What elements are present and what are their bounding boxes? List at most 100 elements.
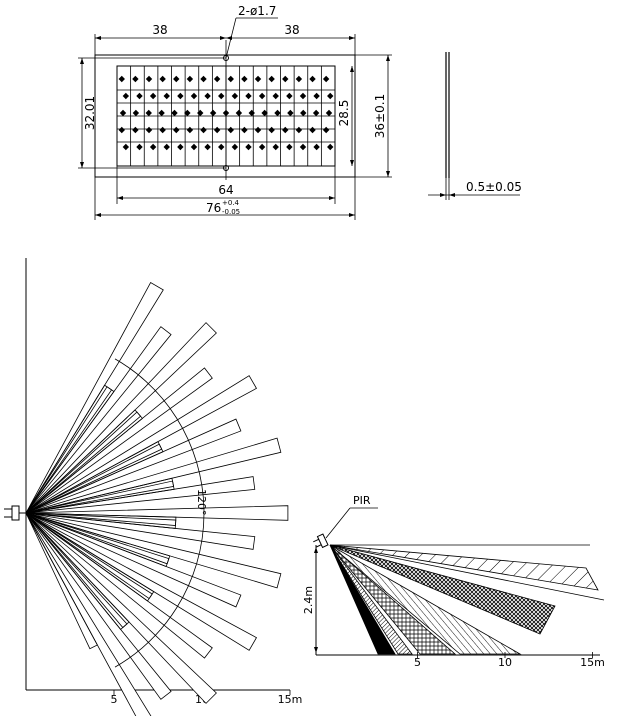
lens-outer-frame: [94, 54, 356, 178]
lens-facet-mark: [227, 126, 234, 134]
top-view-tick-label: 5: [111, 693, 118, 706]
lens-facet-mark: [300, 109, 307, 117]
top-view-beams: [25, 281, 289, 716]
lens-facet-mark: [204, 143, 211, 151]
lens-facet-mark: [122, 92, 130, 100]
lens-facet-mark: [295, 75, 303, 83]
lens-facet-mark: [118, 75, 125, 83]
lens-facet-mark: [245, 92, 252, 100]
lens-facet-grid: [117, 66, 335, 166]
lens-facet-mark: [299, 92, 307, 100]
lens-facet-mark: [186, 126, 194, 134]
lens-facet-mark: [173, 126, 180, 134]
lens-front-view: 38 38 2-ø1.7 32.01 28.5 36±0.1 64 76 +0.…: [78, 4, 392, 220]
side-beam-mid: [329, 544, 522, 655]
lens-side-view: 0.5±0.05: [428, 52, 522, 200]
lens-facet-mark: [159, 75, 166, 83]
dim-outer-width-tol-lower: -0.05: [222, 208, 240, 216]
lens-facet-mark: [145, 126, 153, 134]
lens-facet-mark: [119, 109, 127, 117]
side-beam-nearest: [329, 544, 396, 655]
top-beam-inner: [25, 480, 175, 514]
lens-facet-mark: [327, 92, 334, 100]
top-beam-inner: [25, 512, 170, 568]
lens-facet-mark: [136, 92, 143, 100]
lens-facet-mark: [163, 143, 170, 151]
side-beam-far: [329, 544, 599, 591]
lens-facet-mark: [227, 75, 234, 83]
lens-facet-mark: [282, 126, 289, 134]
dim-inner-height-label: 28.5: [337, 100, 351, 127]
lens-facet-mark: [286, 92, 293, 100]
lens-facet-mark: [163, 92, 170, 100]
dim-left-height-label: 32.01: [83, 96, 97, 130]
lens-facet-mark: [190, 92, 198, 100]
lens-facet-mark: [287, 109, 294, 117]
lens-facet-mark: [268, 75, 275, 83]
dim-arrows-top: [95, 36, 355, 40]
lens-facet-mark: [190, 143, 198, 151]
side-beam-nearer: [329, 544, 413, 655]
side-view-axis-ticks: 5 10 15m: [414, 652, 605, 669]
lens-facet-mark: [272, 92, 279, 100]
dim-thickness-label: 0.5±0.05: [466, 180, 522, 194]
lens-facet-mark: [327, 143, 334, 151]
dim-holes-label: 2-ø1.7: [238, 4, 276, 18]
top-beam-inner: [25, 512, 153, 602]
side-view-sensor-icon: [313, 533, 329, 549]
lens-facet-mark: [322, 75, 330, 83]
lens-facet-mark: [299, 143, 307, 151]
dim-half-left-label: 38: [152, 23, 167, 37]
lens-facet-mark: [145, 109, 152, 117]
lens-facet-mark: [159, 126, 166, 134]
top-beam-inner: [25, 411, 143, 514]
coverage-angle-arc: [114, 358, 205, 668]
lens-facet-mark: [173, 75, 180, 83]
lens-facet-mark: [309, 126, 316, 134]
top-view-tick-label: 15m: [278, 693, 303, 706]
leader-holes: [225, 17, 237, 59]
lens-facet-mark: [132, 126, 139, 134]
lens-facet-mark: [258, 143, 266, 151]
lens-facet-mark: [231, 143, 239, 151]
lens-facet-mark: [136, 143, 143, 151]
lens-facet-mark: [171, 109, 178, 117]
top-beam-inner: [25, 512, 128, 630]
lens-facet-mark: [118, 126, 125, 134]
lens-facet-mark: [254, 75, 262, 83]
lens-facet-mark: [258, 92, 266, 100]
top-beam-inner: [25, 386, 115, 514]
lens-facet-mark: [145, 75, 153, 83]
side-view-tick-label: 10: [498, 656, 512, 669]
lens-facet-mark: [313, 143, 320, 151]
lens-facet-mark: [282, 75, 289, 83]
coverage-angle-label: 120°: [195, 489, 208, 516]
dim-outer-width-tol-upper: +0.4: [222, 199, 240, 207]
lens-facet-mark: [186, 75, 194, 83]
lens-facet-mark: [322, 126, 330, 134]
lens-facet-mark: [313, 92, 320, 100]
lens-facet-mark: [122, 143, 130, 151]
pir-label: PIR: [353, 494, 371, 507]
lens-facet-mark: [231, 92, 239, 100]
side-view-height-label: 2.4m: [302, 586, 315, 614]
lens-facet-mark: [272, 143, 279, 151]
side-view-tick-label: 5: [414, 656, 421, 669]
lens-facet-mark: [213, 126, 221, 134]
lens-facet-mark: [184, 109, 191, 117]
lens-facet-mark: [312, 109, 320, 117]
lens-facet-mark: [158, 109, 165, 117]
dim-half-right-label: 38: [284, 23, 299, 37]
side-view-tick-label: 15m: [580, 656, 605, 669]
side-view-detection-pattern: 5 10 15m 2.4m PIR: [302, 494, 605, 669]
lens-facet-mark: [218, 143, 225, 151]
lens-facet-mark: [177, 143, 184, 151]
top-view-sensor-icon: [4, 505, 26, 521]
lens-facet-mark: [241, 75, 248, 83]
lens-facet-mark: [204, 92, 211, 100]
lens-facet-mark: [209, 109, 217, 117]
lens-facet-mark: [218, 92, 225, 100]
dim-outer-height-label: 36±0.1: [373, 94, 387, 138]
